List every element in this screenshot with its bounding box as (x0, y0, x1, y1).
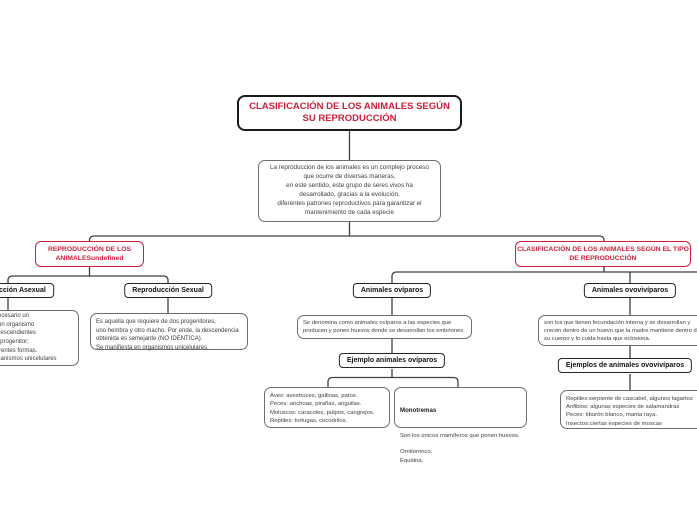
examples-oviparos-monotremas[interactable]: Monotremas Son los únicos mamíferos que … (394, 387, 527, 464)
connector-main-splitter (88, 235, 605, 241)
node-reproduccion-sexual[interactable]: Reproducción Sexual (124, 283, 212, 298)
root-title-node[interactable]: CLASIFICACIÓN DE LOS ANIMALES SEGÚN SU R… (237, 95, 462, 131)
node-reproduccion-asexual[interactable]: Reproducción Asexual (0, 283, 54, 298)
description-animales-oviparos[interactable]: Se denomina como animales ovíparos a las… (297, 315, 472, 339)
branch-header-reproduccion-animales[interactable]: REPRODUCCIÓN DE LOS ANIMALESundefined (35, 241, 144, 267)
intro-description-node[interactable]: La reproducción de los animales es un co… (258, 160, 441, 222)
connector-oviparous-exsplit (327, 376, 459, 387)
branch-header-clasificacion-tipo[interactable]: CLASIFICACIÓN DE LOS ANIMALES SEGÚN EL T… (515, 241, 691, 267)
monotremas-title: Monotremas (400, 407, 437, 415)
connector-left-splitter (7, 275, 169, 283)
description-animales-ovoviviparos[interactable]: son los que tienen fecundación interna y… (538, 315, 697, 346)
node-animales-oviparos[interactable]: Animales ovíparos (352, 283, 432, 298)
node-animales-ovoviviparos[interactable]: Animales ovovivíparos (583, 283, 677, 298)
monotremas-body: Son los únicos mamíferos que ponen huevo… (400, 433, 520, 464)
description-reproduccion-sexual[interactable]: Es aquella que requiere de dos progenito… (90, 313, 248, 351)
examples-oviparos-general[interactable]: Aves: avestruces, gallinas, patos. Peces… (264, 387, 390, 428)
examples-ovoviviparos[interactable]: Reptiles:serpiente de cascabel, algunos … (560, 390, 697, 429)
description-reproduccion-asexual[interactable]: Solo es necesario un progenitor: un orga… (0, 310, 79, 366)
node-ejemplo-animales-oviparos[interactable]: Ejemplo animales ovíparos (338, 353, 446, 368)
connector-right-splitter (391, 271, 697, 283)
node-ejemplos-animales-ovoviviparos[interactable]: Ejemplos de animales ovovivíparos (557, 358, 693, 373)
